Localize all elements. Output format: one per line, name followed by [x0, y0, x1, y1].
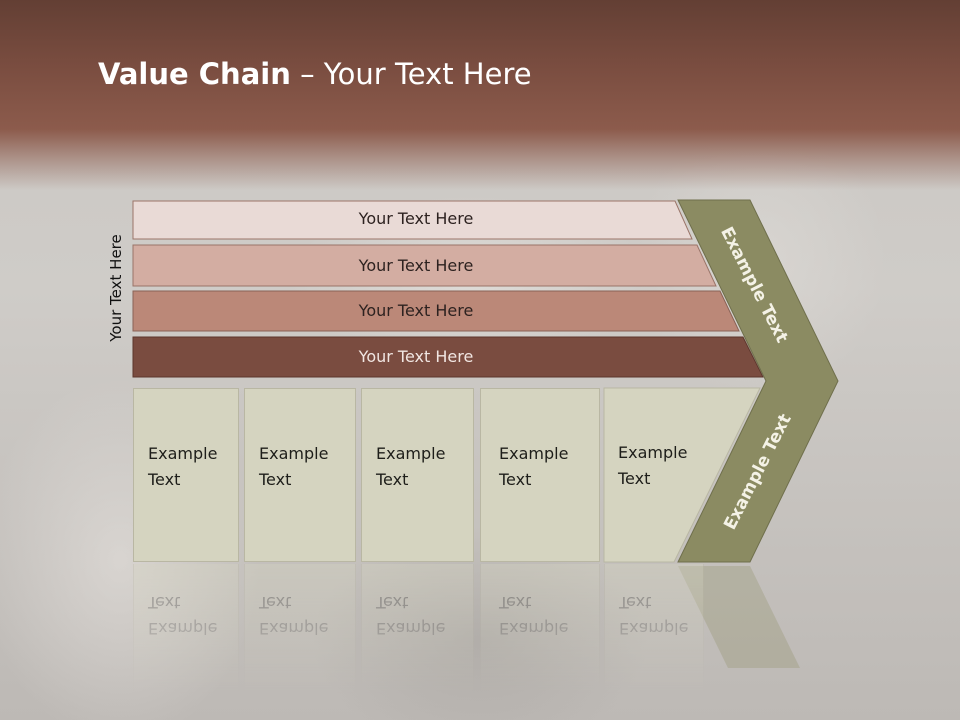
- box-5-reflection: Example Text: [604, 564, 704, 694]
- box-4-reflection-line1: Example: [499, 619, 569, 638]
- box-2-reflection-line2: Text: [259, 593, 292, 612]
- title-rest: – Your Text Here: [290, 57, 532, 91]
- header-band: [0, 0, 960, 190]
- bar-2-label: Your Text Here: [358, 256, 474, 275]
- title-bold: Value Chain: [98, 57, 291, 91]
- box-1-reflection-line2: Text: [148, 593, 181, 612]
- bar-3: [132, 290, 740, 332]
- box-2-reflection-line1: Example: [259, 619, 329, 638]
- bar-2: [132, 244, 717, 287]
- box-3-reflection-line1: Example: [376, 619, 446, 638]
- box-2-line1: Example: [259, 444, 329, 463]
- box-1-line1: Example: [148, 444, 218, 463]
- box-1-reflection-line1: Example: [148, 619, 218, 638]
- bar-1: [132, 200, 693, 240]
- box-5-reflection-line1: Example: [619, 619, 689, 638]
- box-3-line2: Text: [376, 470, 409, 489]
- box-5-line2: Text: [618, 469, 651, 488]
- box-1-line2: Text: [148, 470, 181, 489]
- box-4-line1: Example: [499, 444, 569, 463]
- box-3-reflection: Example Text: [361, 564, 474, 694]
- box-5-reflection-line2: Text: [619, 593, 652, 612]
- box-3-line1: Example: [376, 444, 446, 463]
- box-3-reflection-line2: Text: [376, 593, 409, 612]
- box-4-line2: Text: [499, 470, 532, 489]
- slide-title: Value Chain – Your Text Here: [98, 52, 532, 96]
- box-2-line2: Text: [259, 470, 292, 489]
- chevron-arrow: [677, 199, 839, 563]
- box-4-reflection-line2: Text: [499, 593, 532, 612]
- bar-1-label: Your Text Here: [358, 209, 474, 228]
- bar-4: [132, 336, 764, 378]
- chevron-reflection: [678, 566, 800, 668]
- bar-3-label: Your Text Here: [358, 301, 474, 320]
- box-5-shape: [603, 387, 761, 563]
- box-5-line1: Example: [618, 443, 688, 462]
- bar-4-label: Your Text Here: [358, 347, 474, 366]
- box-4-reflection: Example Text: [480, 564, 600, 694]
- box-2-reflection: Example Text: [244, 564, 356, 694]
- box-1-reflection: Example Text: [133, 564, 239, 694]
